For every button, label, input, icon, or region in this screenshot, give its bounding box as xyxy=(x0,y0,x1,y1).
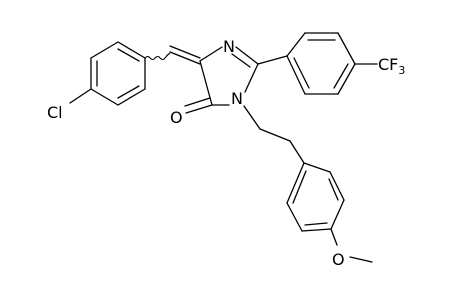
imine-nitrogen-label: N xyxy=(223,37,235,56)
chlorophenyl-ring xyxy=(90,41,146,106)
amide-nitrogen-label: N xyxy=(231,89,243,108)
carbonyl-oxygen-label: O xyxy=(170,108,183,127)
methyl-bond xyxy=(349,256,373,263)
exocyclic-double-bond-a xyxy=(169,51,201,65)
imidazolone-ring xyxy=(199,46,259,106)
methoxy-oxygen-label: O xyxy=(332,250,345,269)
chloro-bond xyxy=(69,88,92,104)
exocyclic-double-bond-b xyxy=(169,45,201,59)
trifluoromethyl-label: CF3 xyxy=(378,55,405,77)
aryl-bond xyxy=(257,55,288,65)
carbonyl-bond-a xyxy=(185,104,213,114)
methoxy-bond xyxy=(330,228,338,246)
carbonyl-bond-b xyxy=(184,97,211,107)
ethyl-bond-2 xyxy=(259,128,291,142)
ethyl-bond-3 xyxy=(289,140,305,164)
chlorine-label: Cl xyxy=(47,103,63,122)
trifluoromethylphenyl-ring xyxy=(286,32,356,95)
wavy-bond xyxy=(144,52,171,61)
ethyl-bond-1 xyxy=(243,105,261,130)
methoxyphenyl-ring xyxy=(286,162,345,232)
